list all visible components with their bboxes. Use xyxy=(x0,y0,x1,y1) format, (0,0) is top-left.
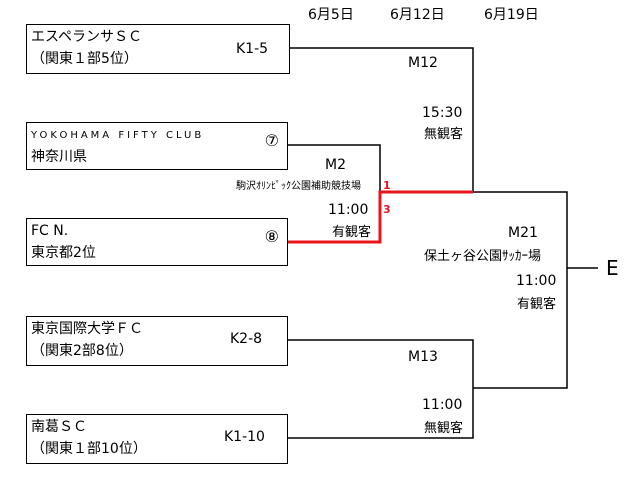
date-round-1: 6月5日 xyxy=(308,7,354,23)
team-box-esperanza: エスペランサＳＣ （関東１部5位） xyxy=(26,24,290,74)
team-subtitle: 東京都2位 xyxy=(31,245,96,261)
team-name: 東京国際大学ＦＣ xyxy=(31,321,143,337)
match-id-m2: M2 xyxy=(325,157,346,173)
team-box-fcn: FC N. 東京都2位 ⑧ xyxy=(26,218,288,266)
bracket-line-m21 xyxy=(473,191,568,389)
score-fcn: 3 xyxy=(383,203,391,216)
match-spectators-m12: 無観客 xyxy=(424,127,464,142)
team-name: 南葛ＳＣ xyxy=(31,419,87,435)
team-box-tokyo-kokusai: 東京国際大学ＦＣ （関東2部8位） xyxy=(26,316,288,366)
match-id-m13: M13 xyxy=(408,349,438,365)
team-name: FC N. xyxy=(31,223,69,239)
date-round-2: 6月12日 xyxy=(390,7,445,23)
bracket-line-m13 xyxy=(288,339,474,439)
match-time-m21: 11:00 xyxy=(516,273,557,289)
team-subtitle: （関東１部5位） xyxy=(31,51,138,67)
match-time-m12: 15:30 xyxy=(422,105,463,121)
match-id-m12: M12 xyxy=(408,55,438,71)
match-time-m2: 11:00 xyxy=(328,202,369,218)
date-round-3: 6月19日 xyxy=(484,7,539,23)
score-yokohama: 1 xyxy=(383,179,391,192)
team-subtitle: （関東2部8位） xyxy=(31,343,133,359)
match-venue-m21: 保土ヶ谷公園ｻｯｶｰ場 xyxy=(424,249,542,264)
code-k1-10: K1-10 xyxy=(224,429,265,445)
team-box-yokohama: YOKOHAMA FIFTY CLUB 神奈川県 ⑦ xyxy=(26,122,288,170)
match-spectators-m13: 無観客 xyxy=(424,421,464,436)
team-name: YOKOHAMA FIFTY CLUB xyxy=(31,130,205,141)
winner-path xyxy=(288,190,473,244)
code-k1-5: K1-5 xyxy=(236,41,269,57)
match-spectators-m21: 有観客 xyxy=(517,297,557,312)
team-subtitle: （関東１部10位） xyxy=(31,441,147,457)
team-box-nankatsu: 南葛ＳＣ （関東１部10位） xyxy=(26,414,288,464)
match-spectators-m2: 有観客 xyxy=(332,225,372,240)
match-venue-m2: 駒沢ｵﾘﾝﾋﾟｯｸ公園補助競技場 xyxy=(236,181,361,192)
bracket-line-m12 xyxy=(290,47,474,192)
next-slot-label: E xyxy=(606,256,619,280)
seed-badge: ⑧ xyxy=(264,227,279,246)
seed-badge: ⑦ xyxy=(264,131,279,150)
match-time-m13: 11:00 xyxy=(422,397,463,413)
match-id-m21: M21 xyxy=(508,225,538,241)
team-name: エスペランサＳＣ xyxy=(31,29,143,45)
code-k2-8: K2-8 xyxy=(230,331,263,347)
team-subtitle: 神奈川県 xyxy=(31,149,87,165)
